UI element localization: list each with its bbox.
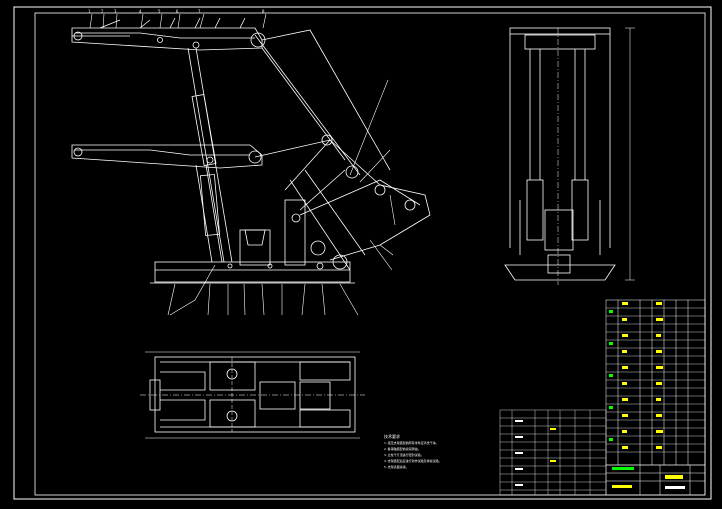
svg-text:6: 6: [176, 9, 179, 14]
technical-notes: 技术要求 1.液压支架装配前所有零件应清洗干净。 2.各销轴装配前涂润滑油。 3…: [384, 434, 494, 470]
part-balloons: 1 2 3 4 5 6 7 8: [88, 9, 265, 14]
technical-note-line: 1.液压支架装配前所有零件应清洗干净。: [384, 441, 439, 445]
technical-note-line: 3.立柱千斤顶进行密封试验。: [384, 453, 424, 457]
parts-list-lower: [499, 409, 607, 496]
technical-note-line: 5.支架表面涂漆。: [384, 465, 409, 469]
front-view: [504, 27, 635, 285]
parts-list-marks: [609, 302, 663, 449]
technical-notes-title: 技术要求: [384, 434, 400, 439]
svg-text:4: 4: [139, 9, 142, 14]
svg-text:7: 7: [198, 9, 201, 14]
svg-text:5: 5: [158, 9, 161, 14]
technical-note-line: 2.各销轴装配前涂润滑油。: [384, 447, 421, 451]
plan-view: [140, 351, 365, 439]
title-block: [605, 464, 706, 496]
svg-text:3: 3: [114, 9, 117, 14]
side-elevation-view: [71, 13, 431, 316]
parts-list-lower-marks: [515, 420, 556, 486]
parts-list-rows: [606, 307, 705, 453]
drawing-frame: [13, 6, 712, 500]
svg-text:1: 1: [88, 9, 91, 14]
svg-text:8: 8: [262, 9, 265, 14]
svg-text:2: 2: [101, 9, 104, 14]
technical-note-line: 4.支架装配后应进行动作试验及承载试验。: [384, 459, 442, 463]
